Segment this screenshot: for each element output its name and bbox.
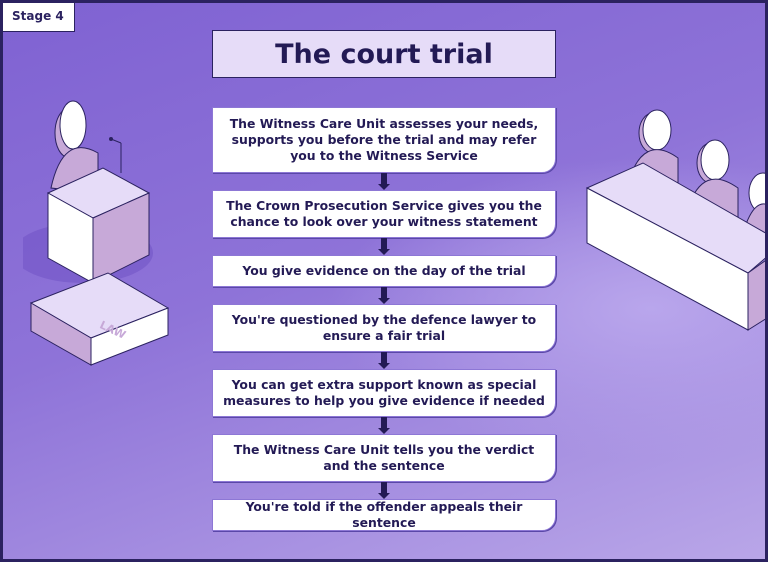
step-3: You give evidence on the day of the tria… (212, 255, 556, 287)
step-6: The Witness Care Unit tells you the verd… (212, 434, 556, 482)
arrow-down-icon (378, 417, 390, 434)
step-7: You're told if the offender appeals thei… (212, 499, 556, 531)
step-2: The Crown Prosecution Service gives you … (212, 190, 556, 238)
step-4: You're questioned by the defence lawyer … (212, 304, 556, 352)
arrow-down-icon (378, 238, 390, 255)
stage-label: Stage 4 (3, 3, 75, 32)
step-1: The Witness Care Unit assesses your need… (212, 107, 556, 173)
arrow-down-icon (378, 287, 390, 304)
page-title: The court trial (212, 30, 556, 78)
arrow-down-icon (378, 482, 390, 499)
law-book-icon: LAW (29, 272, 170, 366)
arrow-down-icon (378, 173, 390, 190)
jury-illustration (585, 109, 765, 331)
step-5: You can get extra support known as speci… (212, 369, 556, 417)
arrow-down-icon (378, 352, 390, 369)
witness-stand-illustration: LAW (23, 100, 170, 366)
